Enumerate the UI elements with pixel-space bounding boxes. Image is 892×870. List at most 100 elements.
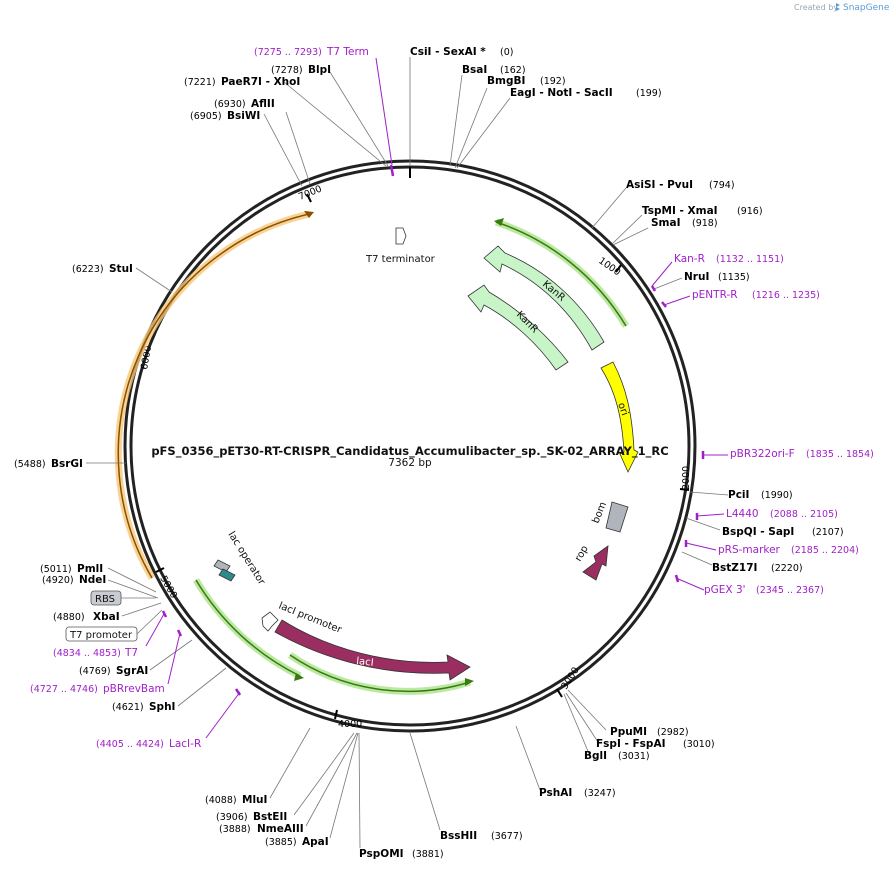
enzyme-bsshii-pos: (3677) (491, 831, 523, 842)
enzyme-csii: CsiI - SexAI * (410, 46, 486, 58)
enzyme-ndei-pos: (4920) (42, 575, 74, 586)
primer-markers (161, 164, 705, 696)
primer-l4440-pos: (2088 .. 2105) (770, 509, 838, 520)
primer-leads (145, 57, 728, 739)
t7-promoter-label: T7 promoter (69, 630, 133, 641)
enzyme-ppumi-pos: (2982) (657, 727, 689, 738)
enzyme-bsai: BsaI (462, 64, 487, 76)
plasmid-length: 7362 bp (388, 457, 432, 469)
enzyme-mlui-pos: (4088) (205, 795, 237, 806)
enzyme-sgrai-pos: (4769) (79, 666, 111, 677)
enzyme-blpi: BlpI (308, 64, 331, 76)
watermark-prefix: Created by (794, 3, 838, 12)
kanr-arc (495, 221, 627, 327)
enzyme-pspomi-pos: (3881) (412, 849, 444, 860)
enzyme-eagi-pos: (199) (636, 88, 662, 99)
insert-arc-glow (114, 210, 310, 580)
enzyme-nrui: NruI (684, 271, 709, 283)
primer-pbrrevbam-pos: (4727 .. 4746) (30, 684, 98, 695)
enzyme-pcii-pos: (1990) (761, 490, 793, 501)
primer-t7-pos: (4834 .. 4853) (53, 648, 121, 659)
primer-laci-r: LacI-R (169, 738, 201, 750)
primer-pgex3: pGEX 3' (704, 584, 746, 596)
enzyme-bsteii-pos: (3906) (216, 812, 248, 823)
enzyme-sphi-pos: (4621) (112, 702, 144, 713)
laci-arc (195, 579, 301, 677)
bom-label: bom (591, 500, 610, 525)
enzyme-ndei: NdeI (79, 574, 106, 586)
enzyme-blpi-pos: (7278) (271, 65, 303, 76)
enzyme-bgli: BglI (584, 750, 607, 762)
primer-l4440: L4440 (726, 508, 759, 520)
enzyme-fspi-pos: (3010) (683, 739, 715, 750)
enzyme-aflii-pos: (6930) (214, 99, 246, 110)
tick-label-4000: 4000 (338, 719, 362, 730)
enzyme-pshai: PshAI (539, 787, 572, 799)
primer-laci-r-pos: (4405 .. 4424) (96, 739, 164, 750)
enzyme-pmli: PmlI (77, 563, 103, 575)
tick-label-5000: 5000 (157, 574, 179, 600)
enzyme-bsrgi: BsrGI (51, 458, 83, 470)
enzyme-apai: ApaI (302, 836, 329, 848)
primer-pbrrevbam: pBRrevBam (103, 683, 165, 695)
enzyme-leads (86, 57, 729, 849)
insert-arc (117, 213, 310, 579)
primer-kan-r: Kan-R (674, 253, 705, 265)
t7-terminator-arrow (395, 227, 407, 245)
enzyme-asisi: AsiSI - PvuI (626, 179, 693, 191)
enzyme-csii-pos: (0) (500, 47, 513, 58)
enzyme-bstz17i-pos: (2220) (771, 563, 803, 574)
enzyme-bsshii: BssHII (440, 830, 477, 842)
enzyme-pshai-pos: (3247) (584, 788, 616, 799)
enzyme-xbai-pos: (4880) (53, 612, 85, 623)
enzyme-paer7i: PaeR7I - XhoI (221, 76, 300, 88)
primer-t7-term-pos: (7275 .. 7293) (254, 47, 322, 58)
primer-pentr-r-pos: (1216 .. 1235) (752, 290, 820, 301)
primer-prs-marker-pos: (2185 .. 2204) (791, 545, 859, 556)
laci-promoter-arrow (261, 611, 279, 632)
primer-pgex3-pos: (2345 .. 2367) (756, 585, 824, 596)
enzyme-aflii: AflII (251, 98, 275, 110)
enzyme-pmli-pos: (5011) (40, 564, 72, 575)
enzyme-bsiwi: BsiWI (227, 110, 260, 122)
laci-label: lacI (356, 656, 374, 669)
tick-label-2000: 2000 (681, 466, 692, 490)
rop-arrow (582, 545, 609, 581)
snapgene-logo-icon (836, 3, 840, 11)
enzyme-bsteii: BstEII (253, 811, 287, 823)
primer-pentr-r: pENTR-R (692, 289, 738, 301)
enzyme-bmgbi: BmgBI (487, 75, 525, 87)
bom-box (605, 501, 629, 533)
plasmid-name: pFS_0356_pET30-RT-CRISPR_Candidatus_Accu… (151, 444, 668, 459)
primer-kan-r-pos: (1132 .. 1151) (716, 254, 784, 265)
enzyme-stui-pos: (6223) (72, 264, 104, 275)
enzyme-asisi-pos: (794) (709, 180, 735, 191)
enzyme-bspqi: BspQI - SapI (722, 526, 794, 538)
enzyme-mlui: MluI (242, 794, 267, 806)
enzyme-pspomi: PspOMI (359, 848, 404, 860)
primer-pbr322ori-f: pBR322ori-F (730, 448, 795, 460)
tick-marks (155, 167, 690, 720)
laci-arrow (274, 619, 471, 681)
rbs-label: RBS (95, 594, 115, 605)
enzyme-pcii: PciI (728, 489, 749, 501)
enzyme-fspi: FspI - FspAI (596, 738, 666, 750)
enzyme-bsrgi-pos: (5488) (14, 459, 46, 470)
enzyme-smai: SmaI (651, 217, 681, 229)
enzyme-nrui-pos: (1135) (718, 272, 750, 283)
enzyme-eagi: EagI - NotI - SacII (510, 87, 613, 99)
enzyme-bstz17i: BstZ17I (712, 562, 757, 574)
watermark-brand: SnapGene (843, 3, 890, 13)
enzyme-xbai: XbaI (93, 611, 120, 623)
enzyme-nmeaiii-pos: (3888) (219, 824, 251, 835)
primer-t7: T7 (124, 647, 138, 659)
enzyme-apai-pos: (3885) (265, 837, 297, 848)
enzyme-smai-pos: (918) (692, 218, 718, 229)
laci-arc2 (289, 654, 471, 693)
enzyme-nmeaiii: NmeAIII (257, 823, 304, 835)
enzyme-bsiwi-pos: (6905) (190, 111, 222, 122)
enzyme-bmgbi-pos: (192) (540, 76, 566, 87)
enzyme-bsai-pos: (162) (500, 65, 526, 76)
primer-prs-marker: pRS-marker (718, 544, 781, 556)
